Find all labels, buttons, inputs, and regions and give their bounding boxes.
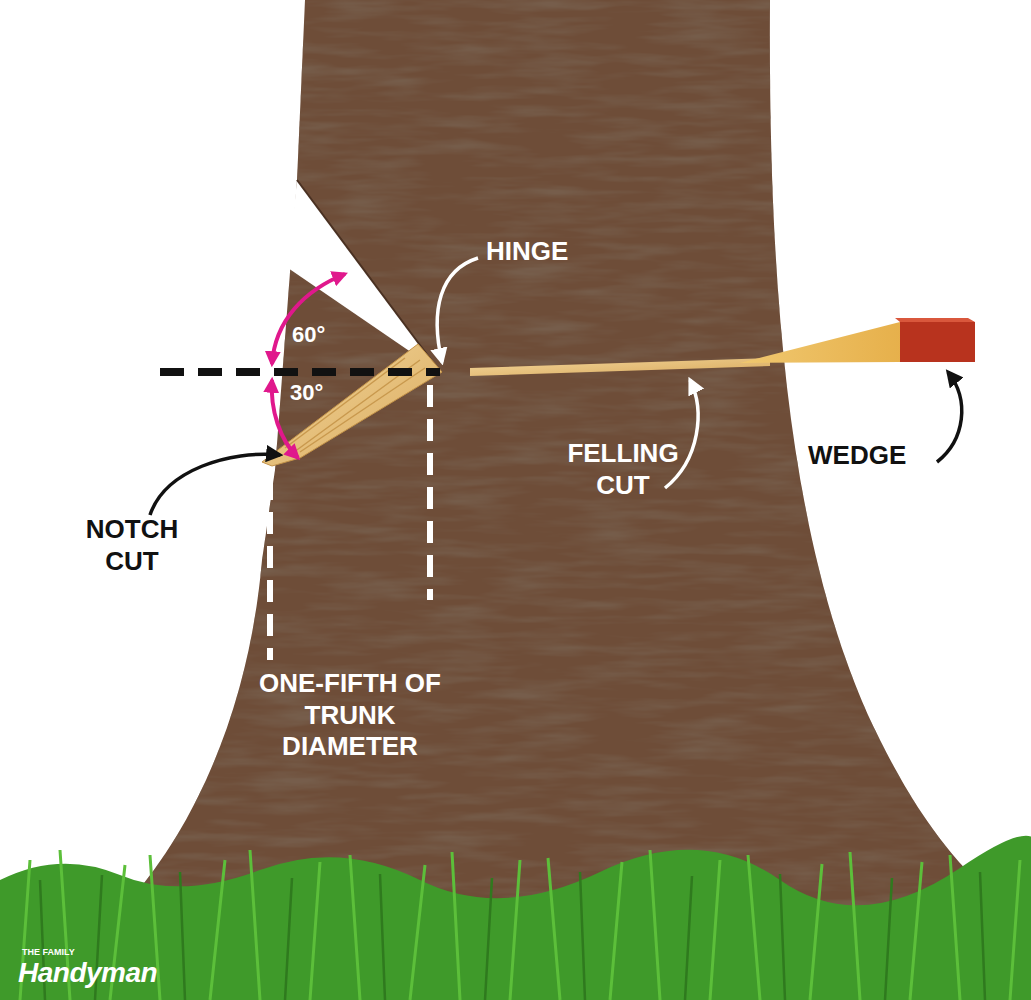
watermark: THE FAMILY: [22, 947, 142, 958]
angle-label: 60°: [292, 322, 352, 349]
part-label: NOTCH CUT: [62, 514, 202, 577]
part-label: FELLING CUT: [548, 438, 698, 501]
part-label: WEDGE: [808, 440, 928, 472]
angle-label: 30°: [290, 380, 350, 407]
watermark: Handyman: [18, 956, 198, 990]
part-label: HINGE: [486, 236, 606, 268]
dimension-label: ONE-FIFTH OF TRUNK DIAMETER: [250, 668, 450, 763]
